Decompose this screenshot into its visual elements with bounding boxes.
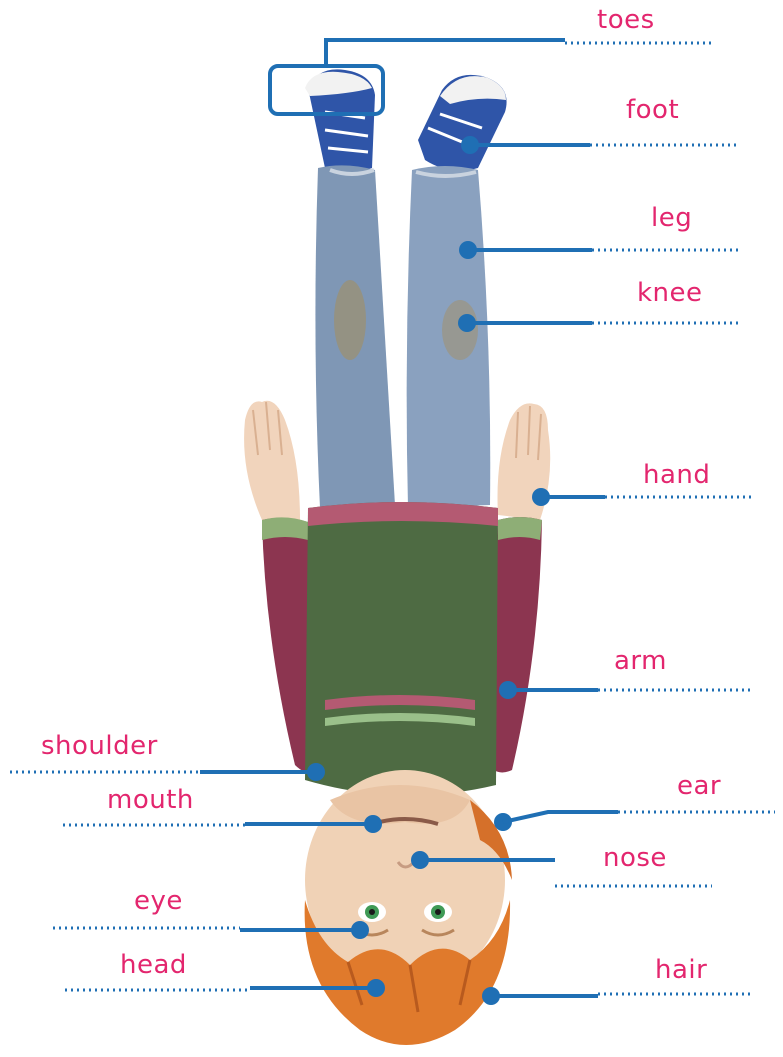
ear-leader-line	[503, 812, 618, 822]
knee-callout	[458, 314, 740, 332]
toes-leader-line	[326, 40, 565, 66]
label-hand: hand	[643, 462, 710, 488]
label-leg: leg	[651, 205, 692, 231]
label-toes: toes	[597, 7, 655, 33]
label-mouth: mouth	[107, 787, 194, 813]
label-eye: eye	[134, 888, 183, 914]
label-shoulder: shoulder	[41, 733, 158, 759]
ear-callout	[494, 812, 775, 831]
arm-callout	[499, 681, 752, 699]
mouth-callout	[63, 815, 382, 833]
label-nose: nose	[603, 845, 667, 871]
toes-highlight-box	[270, 66, 383, 114]
hair-callout	[482, 987, 752, 1005]
label-foot: foot	[626, 97, 679, 123]
label-head: head	[120, 952, 187, 978]
leg-callout	[459, 241, 740, 259]
label-knee: knee	[637, 280, 703, 306]
eye-callout	[53, 921, 369, 939]
head-callout	[65, 979, 385, 997]
foot-callout	[461, 136, 737, 154]
label-arm: arm	[614, 648, 667, 674]
label-ear: ear	[677, 773, 721, 799]
label-hair: hair	[655, 957, 707, 983]
hand-callout	[532, 488, 752, 506]
shoulder-callout	[10, 763, 325, 781]
